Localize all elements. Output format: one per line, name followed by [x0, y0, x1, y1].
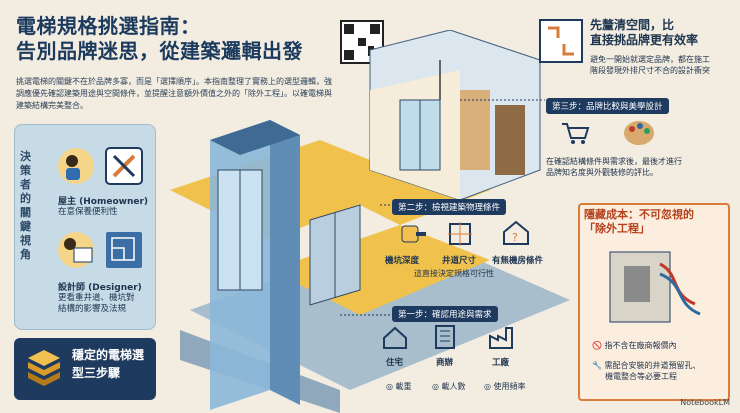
check-frequency: ◎ 使用頻率 [484, 382, 526, 391]
panel-label: 決策者的關鍵視角 [20, 150, 31, 261]
three-steps-title: 穩定的電梯選型三步驟 [72, 348, 145, 380]
hidden-cost-item-2: 🔧 需配合安裝的井道預留孔、 機電整合等必要工程 [592, 361, 701, 381]
machine-room-icon: ? [502, 220, 530, 250]
stack-icon [24, 346, 64, 394]
step2-note: 這直接決定規格可行性 [414, 269, 494, 278]
elevator-illustration [170, 30, 570, 413]
tape-measure-icon [400, 222, 428, 250]
hidden-cost-item-1: 🚫 指不含在廠商報價內 [592, 341, 677, 350]
callout-title: 先釐清空間，比 直接挑品牌更有效率 [590, 18, 699, 47]
brand-label: NotebookLM [680, 398, 730, 407]
step2-item-pit: 機坑深度 [385, 256, 420, 266]
svg-text:?: ? [512, 231, 518, 244]
step2-item-shaft: 井道尺寸 [442, 256, 477, 266]
step1-tag: 第一步：確認用途與需求 [392, 306, 498, 322]
designer-title: 設計師 (Designer) [58, 283, 142, 293]
designer-icon [56, 230, 96, 274]
use-factory: 工廠 [492, 358, 510, 368]
office-icon [432, 324, 458, 354]
homeowner-desc: 在意保養便利性 [58, 207, 118, 217]
check-load: ◎ 載重 [386, 382, 412, 391]
cart-icon [560, 120, 590, 150]
step2-item-room: 有無機房條件 [492, 256, 544, 266]
homeowner-title: 屋主 (Homeowner) [58, 197, 149, 207]
house-icon [382, 326, 408, 354]
intro-paragraph: 挑選電梯的關鍵不在於品牌多寡，而是「選擇順序」。本指南整理了實務上的選型邏輯，強… [16, 77, 332, 110]
factory-icon [488, 324, 518, 354]
shaft-size-icon [446, 222, 474, 250]
tools-icon [104, 146, 144, 190]
use-residential: 住宅 [386, 358, 404, 368]
construction-icon [600, 244, 710, 334]
blueprint-icon [104, 230, 144, 274]
layout-icon [538, 18, 584, 68]
palette-icon [622, 118, 656, 152]
check-passengers: ◎ 載人數 [432, 382, 466, 391]
step2-tag: 第二步：檢視建築物理條件 [392, 199, 507, 215]
hidden-cost-title: 隱藏成本：不可忽視的 「除外工程」 [584, 208, 694, 235]
step3-desc: 在確認結構條件與需求後，最後才進行 品牌知名度與外觀裝修的評比。 [546, 157, 682, 177]
use-office: 商辦 [436, 358, 454, 368]
callout-desc: 避免一開始就選定品牌，都在施工 階段發現外排尺寸不合的設計衝突 [590, 55, 710, 75]
step3-tag: 第三步：品牌比較與美學設計 [546, 98, 669, 114]
designer-desc-1: 更看重井道、機坑對 [58, 293, 135, 303]
page-title: 電梯規格挑選指南： 告別品牌迷思，從建築邏輯出發 [16, 14, 303, 63]
designer-desc-2: 結構的影響及法規 [58, 304, 127, 314]
homeowner-icon [56, 146, 96, 190]
